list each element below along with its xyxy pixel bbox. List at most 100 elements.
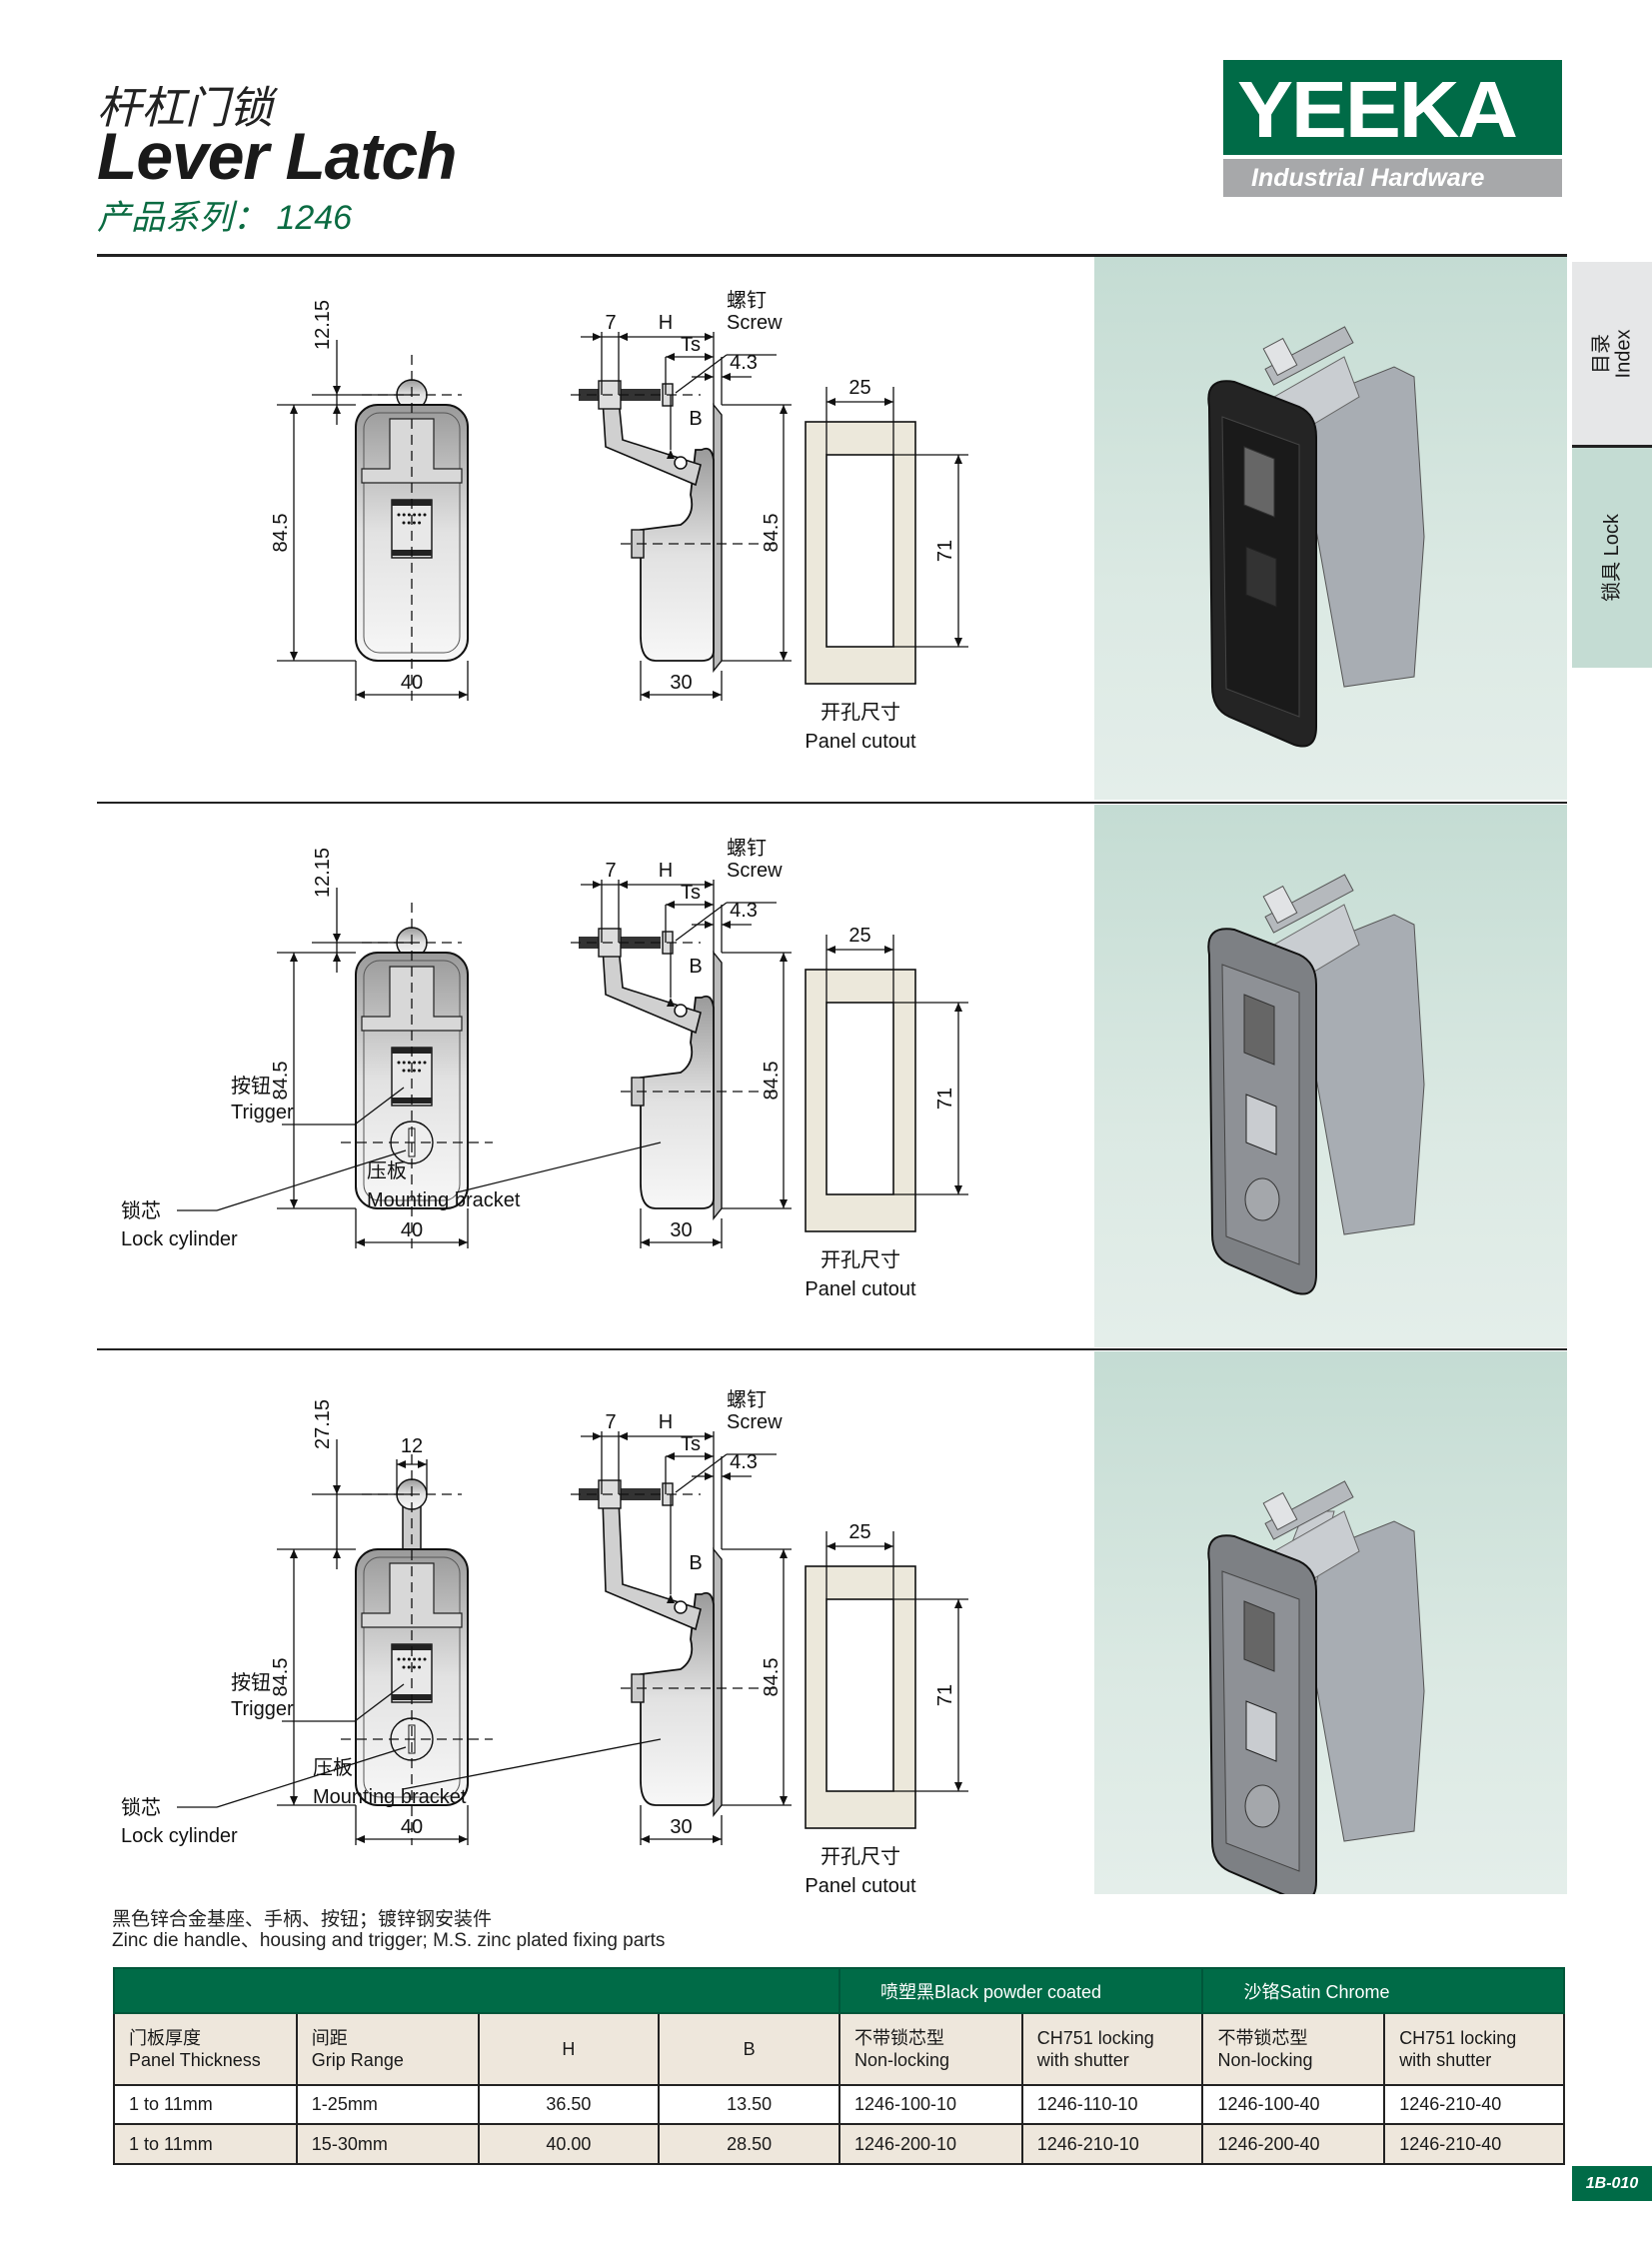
dimension-arrow [459, 691, 468, 699]
dimension-arrow [884, 946, 893, 954]
trigger-dot [407, 521, 411, 525]
table-cell: 1246-100-40 [1201, 2084, 1386, 2125]
latch-render [1207, 326, 1425, 748]
render-handle [1243, 446, 1275, 518]
cutout-label-cn: 开孔尺寸 [821, 701, 900, 724]
screw-label-cn: 螺钉 [727, 837, 767, 860]
dimension-height-side-label: 84.5 [761, 514, 783, 553]
table-cell: 1-25mm [295, 2084, 480, 2125]
dimension-arrow [356, 1238, 365, 1246]
trigger-dot [423, 513, 427, 517]
table-cell: 1246-110-10 [1020, 2084, 1204, 2125]
dimension-4-3-label: 4.3 [730, 900, 758, 922]
tab-index-en: Index [1612, 329, 1634, 378]
dimension-arrow [884, 398, 893, 406]
dimension-arrow [780, 1796, 788, 1805]
dimension-arrow [826, 398, 835, 406]
dimension-depth-label: 30 [670, 1816, 692, 1838]
dimension-height-side-label: 84.5 [761, 1658, 783, 1697]
screw-label-cn: 螺钉 [727, 289, 767, 312]
material-note-en: Zinc die handle、housing and trigger; M.S… [112, 1930, 666, 1951]
table-cell: 1246-100-10 [837, 2084, 1023, 2125]
column-header-cn: CH751 locking [1036, 2028, 1154, 2048]
table-cell: 1246-210-40 [1383, 2123, 1565, 2165]
dimension-top-label: 12.15 [312, 300, 334, 350]
trigger-dot [402, 513, 406, 517]
trigger-dot [418, 1061, 422, 1065]
tab-index-cn: 目录 [1590, 333, 1612, 374]
table-cell: 36.50 [477, 2084, 661, 2125]
tab-lock[interactable]: 锁具 Lock [1572, 448, 1652, 668]
dimension-arrow [780, 652, 788, 661]
dimension-arrow [705, 1432, 714, 1440]
section-divider [97, 1348, 1567, 1350]
dimension-arrow [619, 881, 628, 889]
trigger-dot [402, 1657, 406, 1661]
table-cell: 15-30mm [295, 2123, 480, 2165]
trigger-dot [412, 521, 416, 525]
dimension-b-label: B [689, 1552, 702, 1574]
trigger-dot [407, 1657, 411, 1661]
cylinder-label-en: Lock cylinder [121, 1228, 238, 1250]
dimension-ts-label: Ts [681, 334, 701, 356]
column-header-cn: 间距 [311, 2028, 348, 2048]
dimension-arrow [333, 953, 341, 962]
pivot-pin [674, 1600, 688, 1614]
panel-cutout-hole [826, 1002, 894, 1195]
dimension-arrow [333, 1549, 341, 1558]
dimension-arrow [780, 1199, 788, 1208]
dimension-arrow [705, 353, 714, 361]
cutout-height-label: 71 [934, 1088, 956, 1110]
latch-side-body [640, 1591, 715, 1806]
dimension-arrow [713, 691, 722, 699]
dimension-arrow [780, 405, 788, 414]
render-housing [1293, 914, 1425, 1235]
trigger-dot [418, 1665, 422, 1669]
dimension-arrow [954, 638, 962, 647]
dimension-arrow [619, 333, 628, 341]
dimension-arrow [290, 1796, 298, 1805]
dimension-arrow [954, 1003, 962, 1012]
dimension-4-3-label: 4.3 [730, 352, 758, 374]
bracket-label-cn: 压板 [313, 1756, 353, 1779]
render-trigger [1245, 1094, 1277, 1155]
trigger-dot [397, 1657, 401, 1661]
render-group [1207, 326, 1425, 748]
cutout-height-label: 71 [934, 540, 956, 562]
dimension-arrow [290, 652, 298, 661]
panel-flange [713, 1547, 723, 1817]
table-cell: 13.50 [658, 2084, 840, 2125]
dimension-height-side-label: 84.5 [761, 1062, 783, 1101]
leader [402, 1738, 662, 1790]
trigger-label-en: Trigger [231, 1102, 294, 1123]
dimension-arrow [356, 1835, 365, 1843]
column-header: H [477, 2012, 661, 2086]
trigger-dot [397, 1061, 401, 1065]
dimension-arrow [713, 1238, 722, 1246]
title-chinese: 杆杠门锁 [97, 84, 273, 133]
dimension-arrow [641, 1835, 650, 1843]
render-handle [1243, 1600, 1275, 1672]
dimension-arrow [356, 691, 365, 699]
column-header-en: with shutter [1399, 2050, 1492, 2070]
dimension-arrow [667, 1594, 675, 1603]
panel-flange [713, 951, 723, 1220]
dimension-ts-label: Ts [681, 1433, 701, 1455]
dimension-depth-label: 30 [670, 1219, 692, 1241]
column-header-cn: CH751 locking [1399, 2028, 1517, 2048]
dimension-arrow [397, 1460, 406, 1468]
cutout-width-label: 25 [848, 1521, 870, 1543]
page-title: Lever Latch [97, 119, 457, 193]
dimension-h-label: H [659, 1411, 673, 1433]
dimension-b-label: B [689, 408, 702, 430]
dimension-arrow [954, 1185, 962, 1194]
